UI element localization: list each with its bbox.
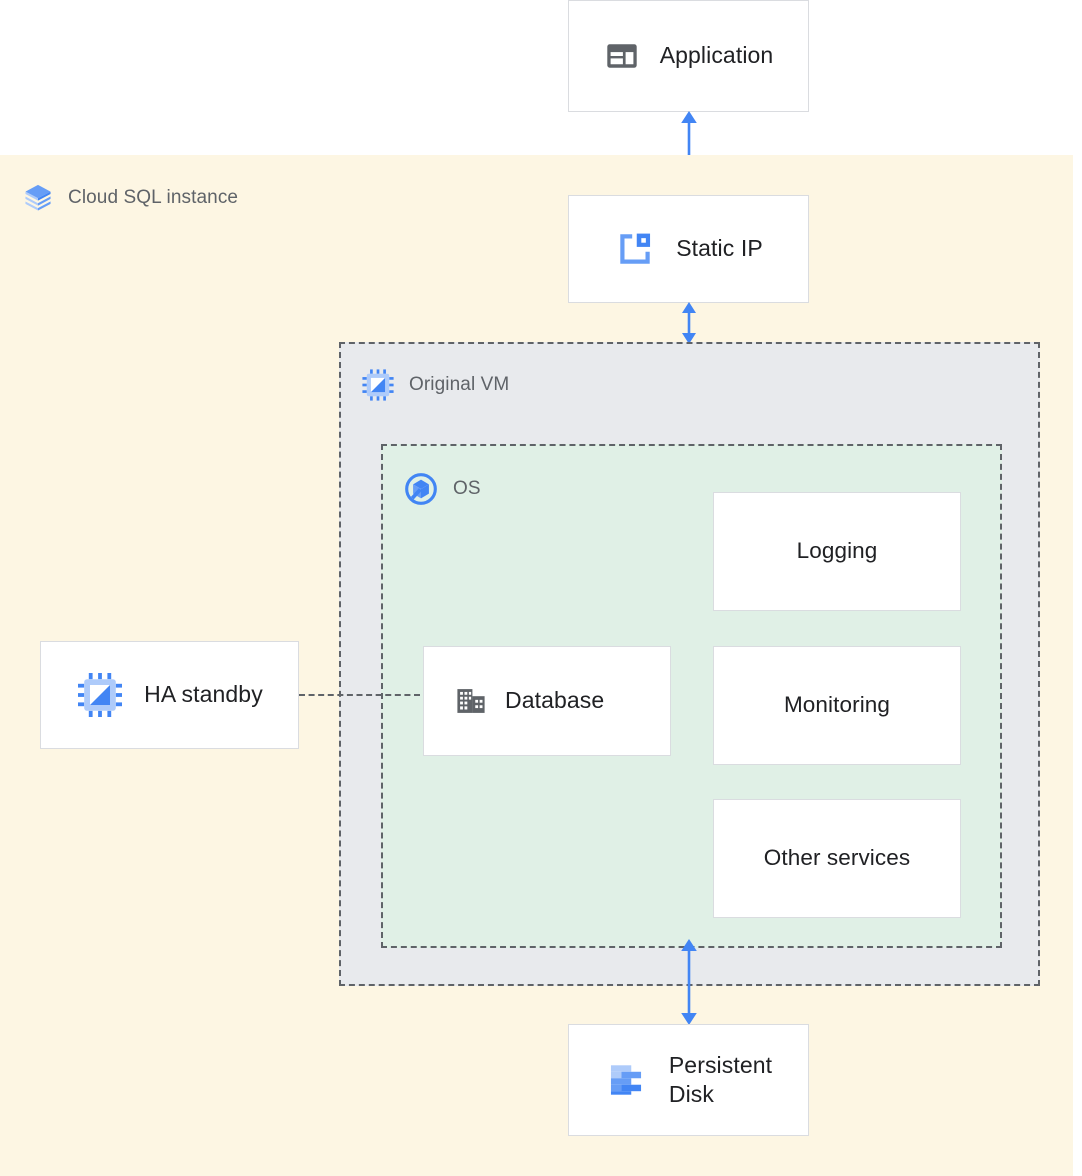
node-ha-standby[interactable]: HA standby <box>40 641 299 749</box>
node-application[interactable]: Application <box>568 0 809 112</box>
node-static-ip-content: Static IP <box>614 228 763 270</box>
persistent-disk-stairs-icon <box>605 1059 647 1101</box>
connector-static-ip-to-original-vm <box>663 301 715 345</box>
node-persistent-disk[interactable]: Persistent Disk <box>568 1024 809 1136</box>
node-database-label: Database <box>505 687 605 714</box>
static-ip-square-icon <box>614 228 656 270</box>
node-ha-standby-label: HA standby <box>144 681 263 708</box>
node-application-label: Application <box>659 42 774 69</box>
os-label: OS <box>453 478 481 499</box>
node-application-content: Application <box>604 38 774 74</box>
node-logging[interactable]: Logging <box>713 492 961 611</box>
node-other-services[interactable]: Other services <box>713 799 961 918</box>
cpu-chip-icon <box>361 368 395 402</box>
os-header: OS <box>404 472 481 506</box>
original-vm-label: Original VM <box>409 374 510 395</box>
cloud-sql-instance-label: Cloud SQL instance <box>68 187 239 208</box>
cpu-chip-icon <box>76 671 124 719</box>
cloud-sql-instance-header: Cloud SQL instance <box>22 182 238 214</box>
node-monitoring[interactable]: Monitoring <box>713 646 961 765</box>
node-database[interactable]: Database <box>423 646 671 756</box>
connector-ha-standby-to-database <box>299 694 420 696</box>
node-persistent-disk-content: Persistent Disk <box>605 1051 772 1110</box>
node-database-content: Database <box>454 684 604 718</box>
container-os: OS Logging Monitoring Other services <box>381 444 1002 948</box>
cloud-sql-stacked-layers-icon <box>22 182 54 214</box>
node-static-ip[interactable]: Static IP <box>568 195 809 303</box>
os-circle-cube-icon <box>404 472 438 506</box>
node-static-ip-label: Static IP <box>676 235 763 262</box>
database-building-icon <box>454 684 488 718</box>
node-ha-standby-content: HA standby <box>76 671 263 719</box>
container-original-vm: Original VM OS Logging <box>339 342 1040 986</box>
connector-os-to-persistent-disk <box>663 938 715 1026</box>
node-monitoring-label: Monitoring <box>783 692 891 718</box>
original-vm-header: Original VM <box>361 368 509 402</box>
node-other-services-label: Other services <box>763 845 911 871</box>
node-logging-label: Logging <box>796 538 878 564</box>
node-persistent-disk-label: Persistent Disk <box>668 1051 773 1107</box>
application-window-icon <box>604 38 640 74</box>
